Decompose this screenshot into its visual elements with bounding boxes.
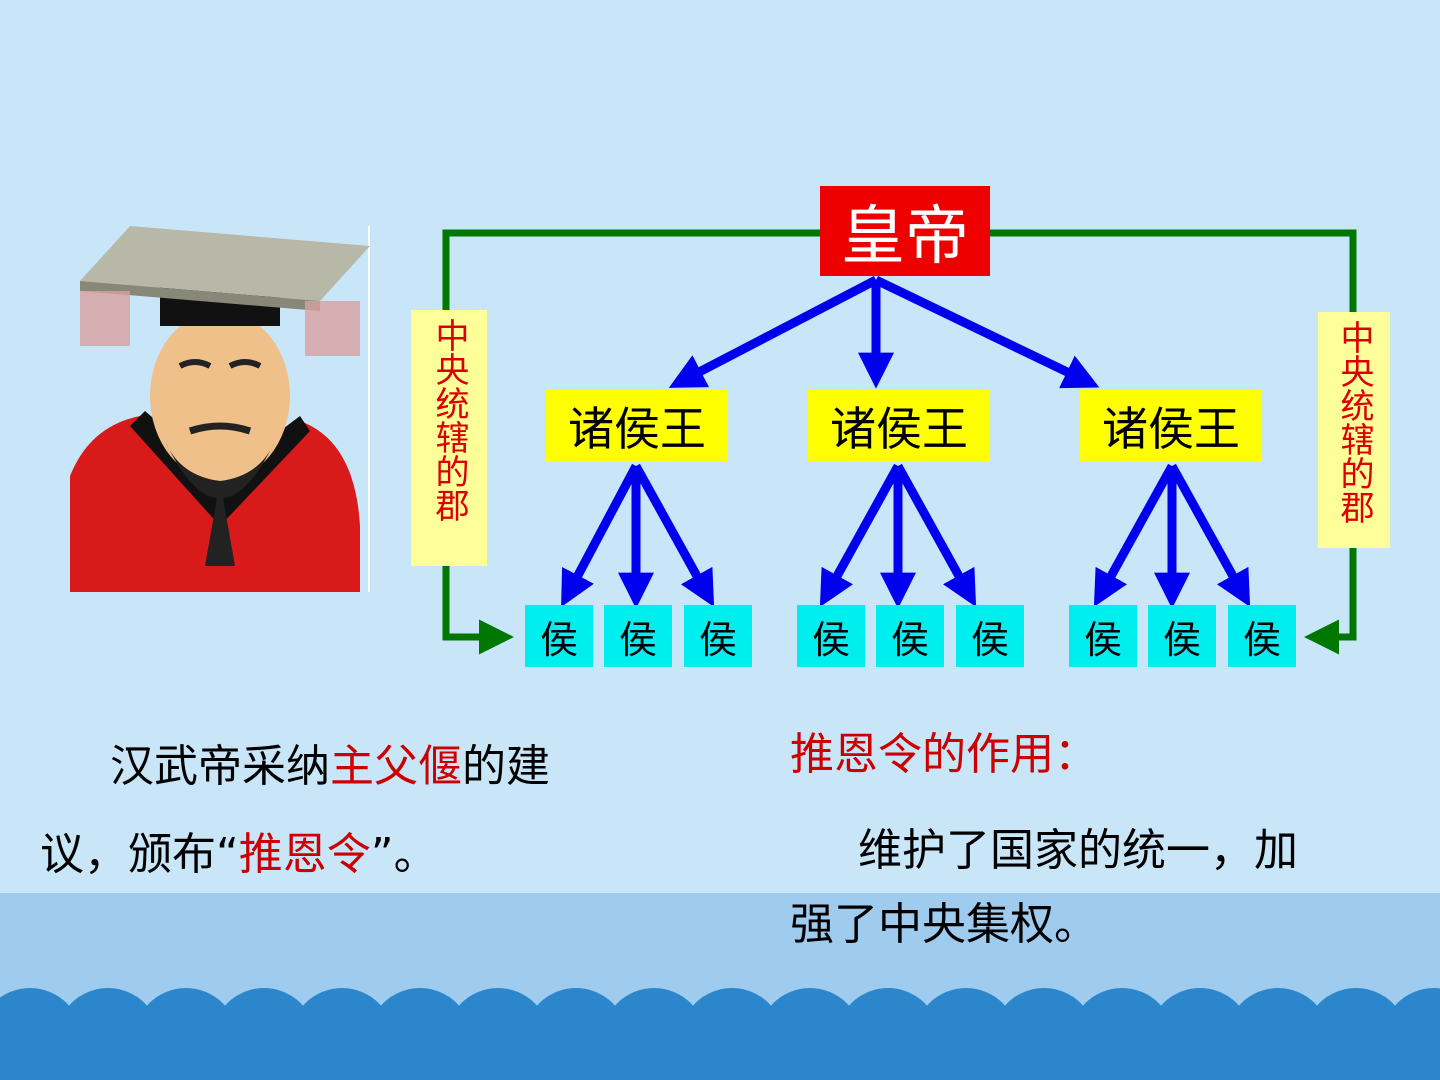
- commandery-label-right: 中央统辖的郡: [1318, 312, 1390, 548]
- effect-heading: 推恩令的作用：: [790, 729, 1098, 780]
- prince-box-1: 诸侯王: [546, 390, 728, 462]
- emperor-portrait: [70, 226, 370, 592]
- diagram-connectors: [442, 229, 1357, 655]
- arrow-prince3-marquis-3: [1168, 463, 1251, 608]
- effect-text-line-2: 强了中央集权。: [790, 899, 1098, 950]
- zhufu-yan-highlight: 主父偃: [330, 741, 462, 792]
- prince-box-2: 诸侯王: [808, 390, 990, 462]
- left-text-segment: 汉武帝采纳: [110, 741, 330, 792]
- marquis-box-6: 侯: [956, 605, 1024, 667]
- marquis-box-4: 侯: [797, 605, 865, 667]
- marquis-box-3: 侯: [684, 605, 752, 667]
- left-text-line-1: 汉武帝采纳主父偃的建: [110, 730, 550, 794]
- left-text-segment: 议，颁布“: [40, 829, 239, 880]
- arrow-prince1-marquis-3: [632, 463, 715, 608]
- arrow-emperor-prince-3: [874, 275, 1100, 389]
- arrow-prince2-marquis-1: [819, 463, 902, 608]
- marquis-box-5: 侯: [876, 605, 944, 667]
- left-text-line-2: 议，颁布“推恩令”。: [40, 818, 438, 882]
- wave-decoration: [0, 988, 1440, 1080]
- left-text-segment: 的建: [462, 741, 550, 792]
- tuienling-highlight: 推恩令: [238, 829, 371, 880]
- prince-box-3: 诸侯王: [1080, 390, 1262, 462]
- arrow-prince2-marquis-3: [894, 463, 977, 608]
- marquis-box-2: 侯: [604, 605, 672, 667]
- arrow-prince1-marquis-1: [561, 463, 640, 608]
- emperor-box: 皇帝: [820, 186, 990, 276]
- commandery-label-left: 中央统辖的郡: [411, 310, 487, 566]
- marquis-box-8: 侯: [1148, 605, 1216, 667]
- wave-base: [0, 1040, 1440, 1080]
- marquis-box-1: 侯: [525, 605, 593, 667]
- marquis-box-9: 侯: [1228, 605, 1296, 667]
- left-text-segment: ”。: [370, 829, 438, 880]
- arrow-prince3-marquis-1: [1093, 463, 1176, 608]
- arrow-emperor-prince-1: [668, 276, 879, 388]
- effect-text-line-1: 维护了国家的统一，加: [858, 825, 1298, 876]
- marquis-box-7: 侯: [1069, 605, 1137, 667]
